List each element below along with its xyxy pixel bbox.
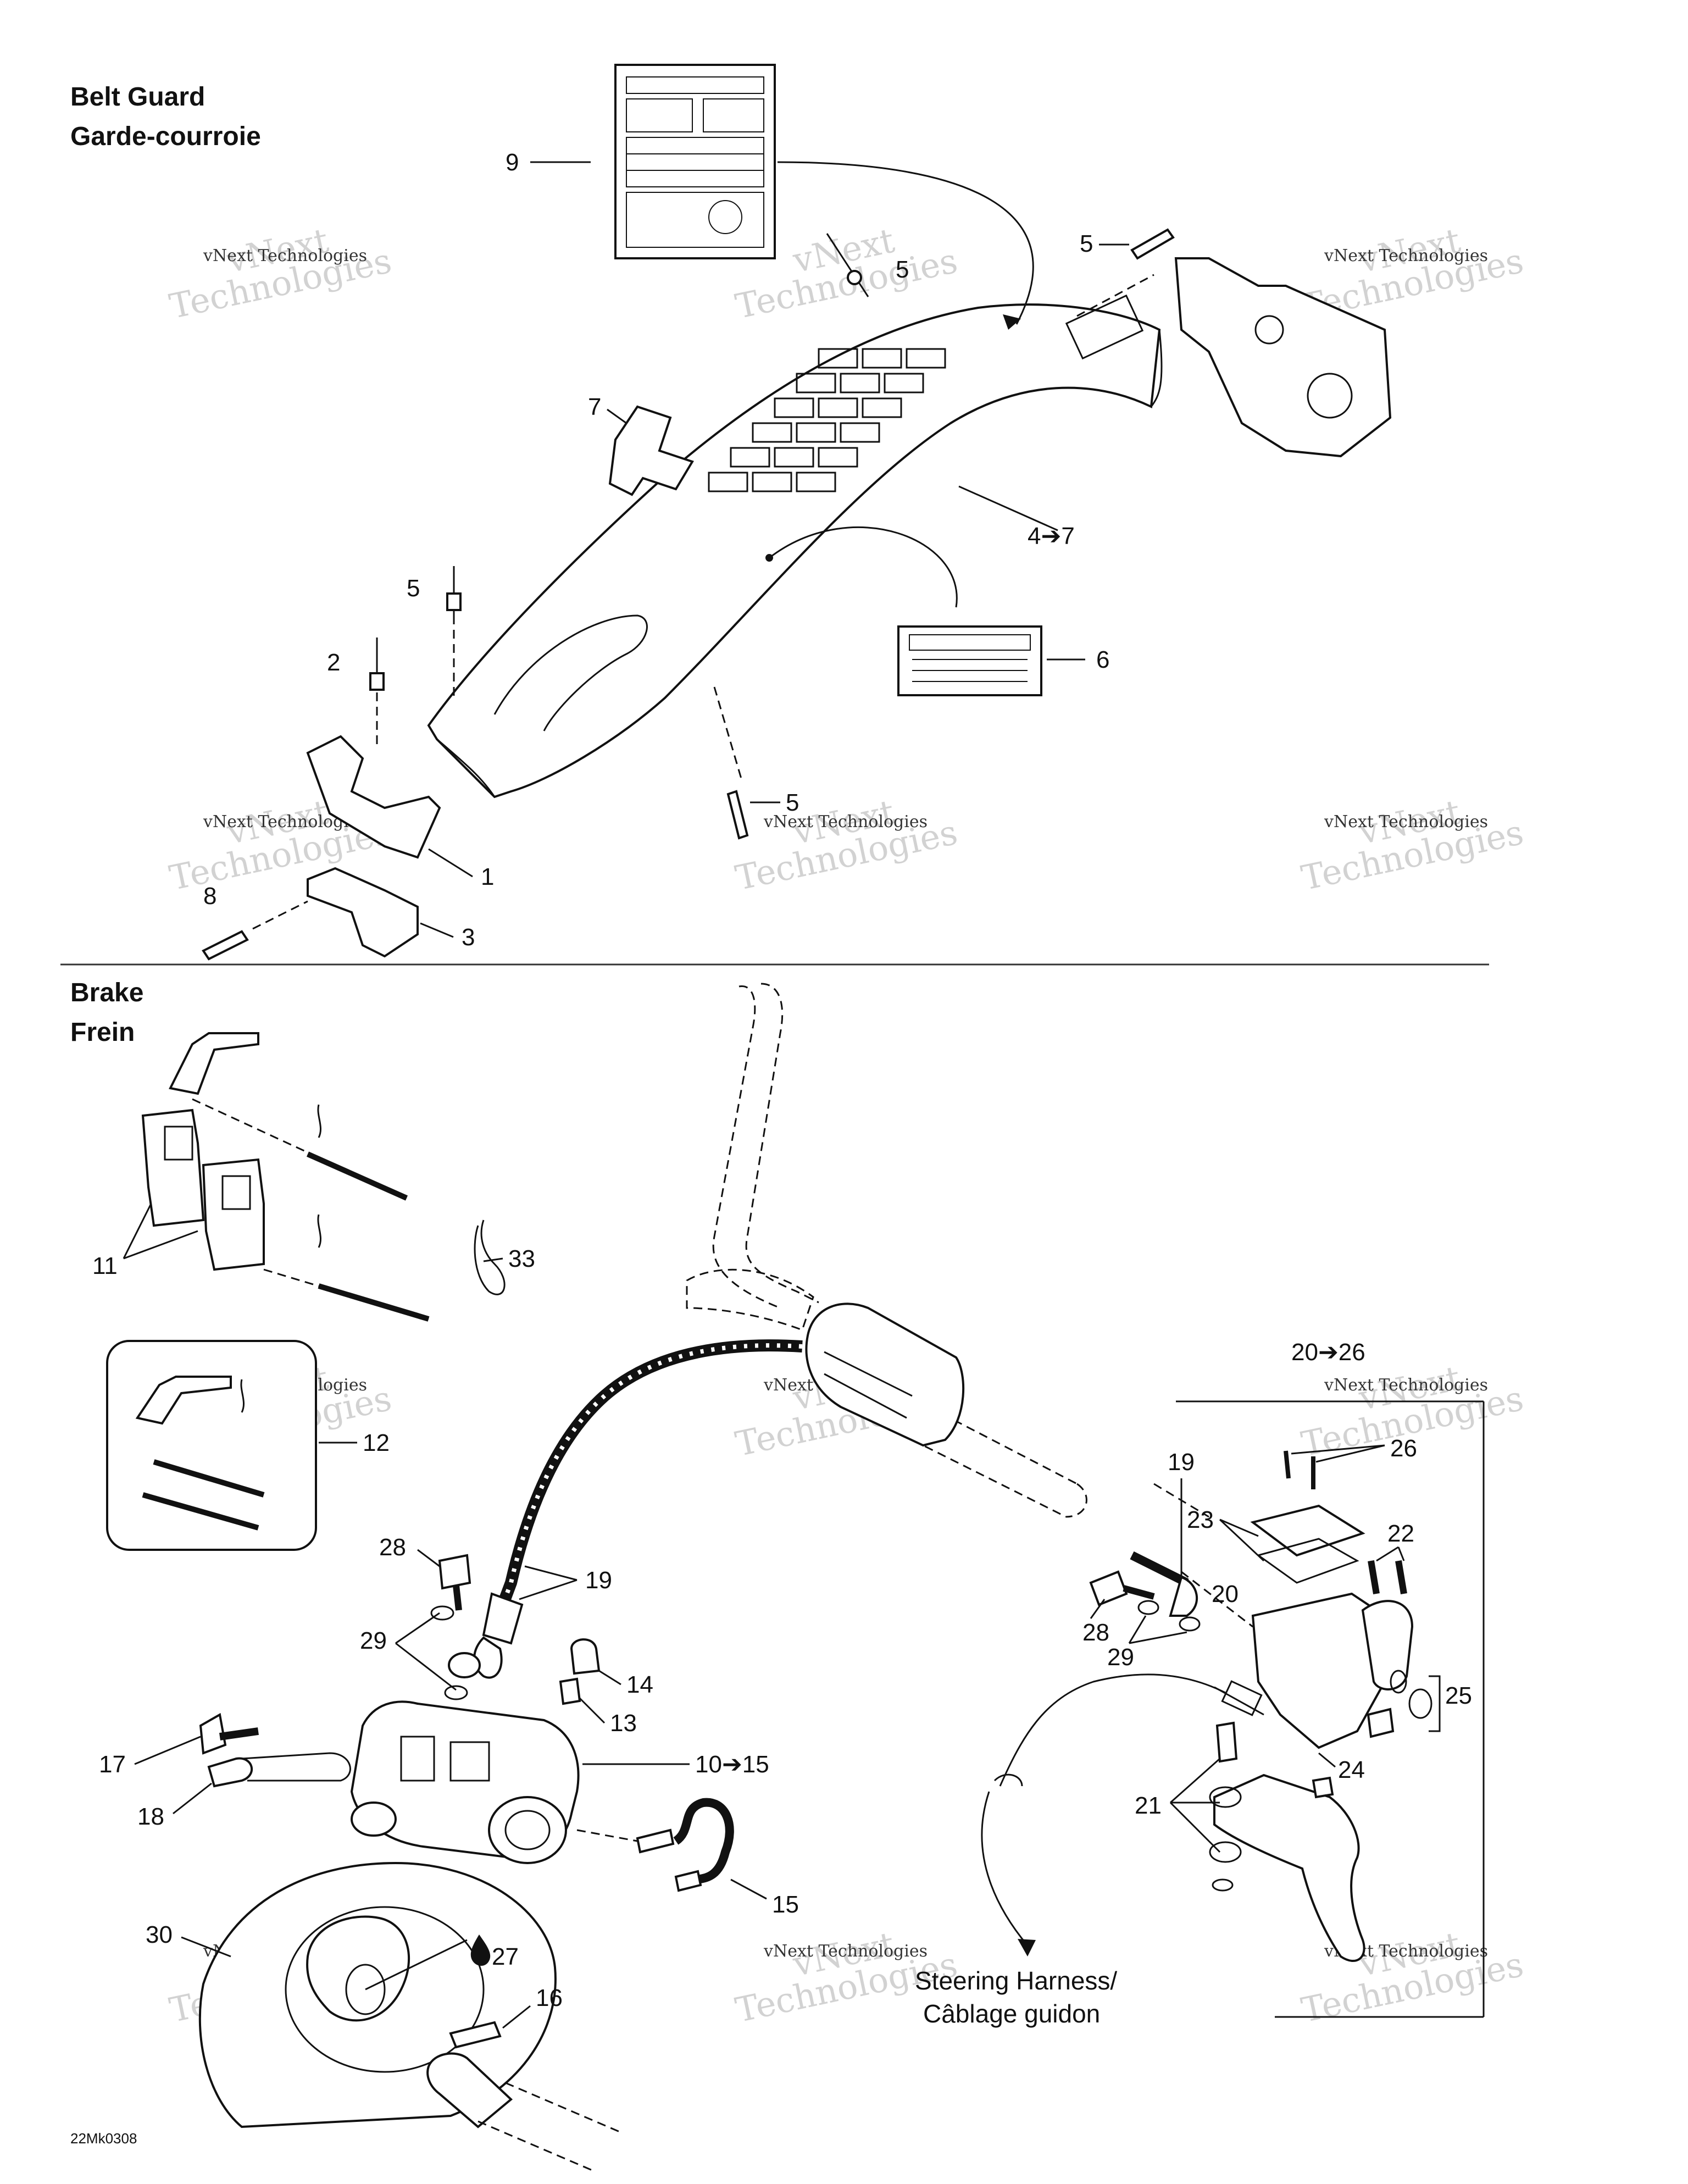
belt-guard-cover — [427, 303, 1161, 799]
steering-harness-label-en: Steering Harness/ — [915, 1966, 1117, 1995]
callout-22: 22 — [1387, 1520, 1414, 1547]
watermark-5-label: vNext Technologies — [763, 812, 928, 832]
handlebar-grip — [805, 1302, 965, 1447]
callout-5-left: 5 — [407, 575, 420, 602]
callout-16: 16 — [536, 1985, 563, 2011]
diagram-code: 22Mk0308 — [70, 2130, 137, 2147]
steering-harness-label-fr: Câblage guidon — [923, 1999, 1100, 2028]
brake-pad-rear — [141, 1108, 205, 1227]
callout-19-left: 19 — [585, 1567, 612, 1594]
watermark-3-label: vNext Technologies — [1324, 246, 1488, 265]
watermark-1: vNext Technologies — [166, 220, 395, 327]
handlebar-outline — [745, 983, 819, 1304]
callout-28-right: 28 — [1082, 1619, 1109, 1646]
callout-17: 17 — [99, 1751, 126, 1778]
callout-9: 9 — [506, 149, 519, 176]
callout-8: 8 — [203, 883, 216, 910]
watermark-5: vNext Technologies — [732, 792, 961, 899]
brake-title-en: Brake — [70, 978, 143, 1007]
callout-26: 26 — [1390, 1435, 1417, 1462]
warning-label-6 — [897, 625, 1042, 696]
belt-guard-drawing — [202, 64, 1392, 961]
callout-28-left: 28 — [379, 1534, 406, 1561]
callout-14: 14 — [626, 1671, 653, 1698]
callout-15: 15 — [772, 1891, 799, 1918]
callout-21: 21 — [1135, 1792, 1162, 1819]
brake-hose — [497, 1339, 803, 1607]
brake-drawing — [106, 983, 1485, 2172]
watermark-1-label: vNext Technologies — [203, 246, 367, 265]
cable-tie — [474, 1220, 506, 1295]
callout-18: 18 — [137, 1803, 164, 1830]
brake-title-fr: Frein — [70, 1018, 135, 1047]
callout-6: 6 — [1096, 646, 1109, 673]
callout-2: 2 — [327, 649, 340, 676]
watermark-6: vNext Technologies — [1298, 792, 1527, 899]
callout-5-top: 5 — [896, 256, 909, 283]
bracket-1 — [306, 735, 441, 859]
mount-plate — [1174, 257, 1392, 458]
watermark-11-label: vNext Technologies — [763, 1942, 928, 1961]
warning-label-9 — [614, 64, 776, 259]
callout-10-15: 10➔15 — [695, 1751, 769, 1778]
callout-27: 27 — [492, 1943, 519, 1970]
bracket-3 — [307, 867, 419, 958]
callout-20-26: 20➔26 — [1291, 1339, 1365, 1366]
callout-7: 7 — [588, 393, 601, 420]
callout-24: 24 — [1338, 1756, 1365, 1783]
callout-30: 30 — [146, 1921, 173, 1948]
watermark-6-label: vNext Technologies — [1324, 812, 1488, 832]
callout-13: 13 — [610, 1710, 637, 1737]
vent-grid — [708, 348, 946, 492]
brake-lever — [1213, 1773, 1365, 1963]
oil-drop-icon — [470, 1934, 491, 1966]
callout-3: 3 — [462, 924, 475, 951]
callout-12: 12 — [363, 1429, 390, 1456]
brake-pad-front — [202, 1158, 265, 1271]
callout-11: 11 — [92, 1252, 118, 1279]
callout-1: 1 — [481, 863, 494, 890]
callout-23: 23 — [1187, 1506, 1214, 1533]
callout-5-bottom: 5 — [786, 789, 799, 816]
pin-kit-box — [106, 1340, 317, 1551]
master-cylinder — [1251, 1592, 1386, 1749]
callout-5-right: 5 — [1080, 230, 1093, 257]
callout-19-right: 19 — [1168, 1449, 1195, 1476]
callout-29-left: 29 — [360, 1627, 387, 1654]
belt-guard-title-en: Belt Guard — [70, 82, 205, 112]
callout-29-right: 29 — [1107, 1644, 1134, 1671]
belt-guard-title-fr: Garde-courroie — [70, 122, 261, 151]
clip-7 — [608, 405, 694, 496]
callout-33: 33 — [508, 1245, 535, 1272]
callout-25: 25 — [1445, 1682, 1472, 1709]
watermark-9-label: vNext Technologies — [1324, 1376, 1488, 1395]
callout-20: 20 — [1212, 1581, 1239, 1607]
